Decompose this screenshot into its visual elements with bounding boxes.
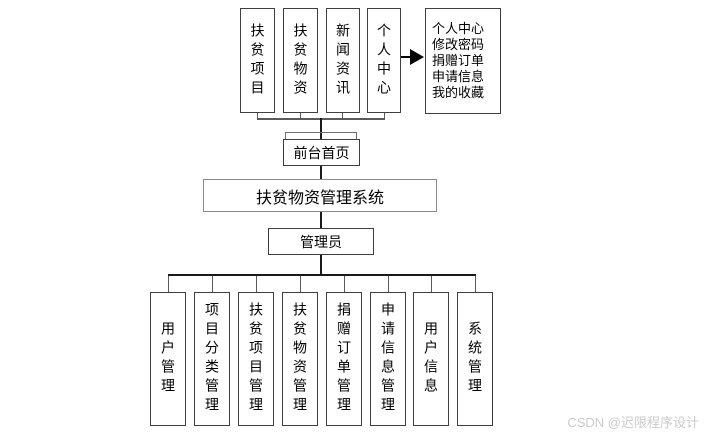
connector-stub-bottom-6 [388, 276, 389, 292]
node-system-root: 扶贫物资管理系统 [203, 179, 437, 212]
detail-line-my-favorites: 我的收藏 [432, 85, 485, 100]
detail-line-user-center: 个人中心 [432, 21, 485, 36]
node-poverty-materials-label: 扶贫物资 [292, 22, 309, 99]
node-admin-label: 管理员 [300, 233, 342, 250]
node-user-management: 用户管理 [150, 292, 186, 426]
arrow-right-icon [410, 49, 424, 65]
connector-stub-top-1 [257, 113, 258, 119]
node-user-info: 用户信息 [413, 292, 449, 426]
node-donation-order-management-label: 捐赠订单管理 [336, 302, 352, 416]
node-user-management-label: 用户管理 [160, 321, 176, 397]
node-system-management-label: 系统管理 [467, 321, 483, 397]
node-front-home: 前台首页 [283, 139, 360, 166]
node-user-center-detail: 个人中心 修改密码 捐赠订单 申请信息 我的收藏 [425, 8, 501, 114]
node-poverty-materials-management-label: 扶贫物资管理 [292, 302, 308, 416]
node-admin: 管理员 [268, 228, 374, 255]
detail-line-application-info: 申请信息 [432, 69, 485, 84]
connector-system-to-admin [320, 212, 322, 228]
connector-home-bracket-right-tick [356, 132, 357, 139]
connector-stub-bottom-4 [300, 276, 301, 292]
connector-stub-bottom-3 [256, 276, 257, 292]
connector-stub-bottom-8 [475, 276, 476, 292]
connector-stub-top-2 [300, 113, 301, 119]
csdn-watermark: CSDN @迟限程序设计 [567, 415, 699, 430]
node-project-category-management-label: 项目分类管理 [204, 302, 220, 416]
node-poverty-project-label: 扶贫项目 [249, 22, 266, 99]
connector-stub-bottom-5 [344, 276, 345, 292]
arrow-line [401, 56, 411, 58]
node-system-root-label: 扶贫物资管理系统 [255, 189, 384, 207]
node-user-center-label: 个人中心 [376, 22, 392, 99]
node-poverty-project: 扶贫项目 [240, 8, 275, 113]
node-front-home-label: 前台首页 [293, 144, 350, 161]
connector-stub-bottom-2 [212, 276, 213, 292]
connector-stub-top-3 [342, 113, 343, 119]
node-news: 新闻资讯 [326, 8, 360, 113]
connector-stub-bottom-7 [431, 276, 432, 292]
node-application-info-management: 申请信息管理 [370, 292, 406, 426]
node-poverty-project-management-label: 扶贫项目管理 [248, 302, 264, 416]
connector-trunk-to-home [320, 118, 322, 139]
node-user-info-label: 用户信息 [423, 321, 439, 397]
node-system-management: 系统管理 [457, 292, 493, 426]
connector-stub-bottom-1 [168, 276, 169, 292]
connector-home-bracket-left-tick [285, 132, 286, 139]
node-application-info-management-label: 申请信息管理 [380, 302, 396, 416]
detail-line-donation-orders: 捐赠订单 [432, 53, 485, 68]
node-user-center: 个人中心 [367, 8, 401, 113]
connector-stub-top-4 [384, 113, 385, 119]
connector-bottom-bus [168, 274, 476, 276]
connector-trunk-admin [320, 255, 322, 275]
node-donation-order-management: 捐赠订单管理 [326, 292, 362, 426]
node-poverty-materials: 扶贫物资 [283, 8, 318, 113]
node-poverty-materials-management: 扶贫物资管理 [282, 292, 318, 426]
node-news-label: 新闻资讯 [335, 22, 351, 99]
connector-home-bracket [285, 132, 357, 133]
connector-home-to-system [320, 166, 322, 179]
node-poverty-project-management: 扶贫项目管理 [238, 292, 274, 426]
node-project-category-management: 项目分类管理 [194, 292, 230, 426]
detail-line-change-password: 修改密码 [432, 37, 485, 52]
